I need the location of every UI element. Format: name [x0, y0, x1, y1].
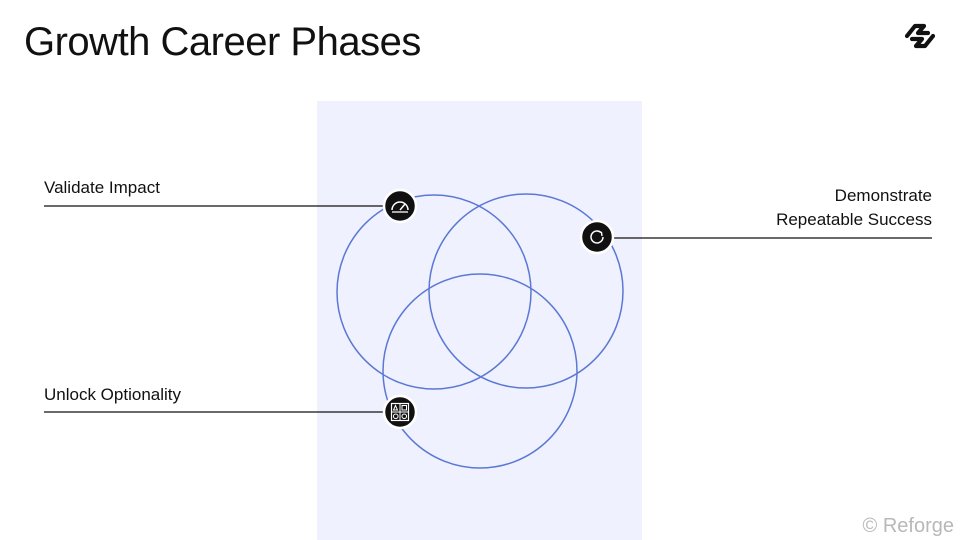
page-title: Growth Career Phases	[24, 20, 421, 64]
background-band	[317, 101, 642, 540]
label-demonstrate-repeatable-success: Demonstrate Repeatable Success	[776, 184, 932, 232]
shapes-grid-icon	[382, 394, 418, 430]
label-line-1: Demonstrate	[834, 186, 932, 205]
label-line-2: Repeatable Success	[776, 210, 932, 229]
circle-unlock-optionality	[382, 273, 578, 469]
copyright-footer: © Reforge	[862, 515, 954, 537]
reforge-logo-icon	[904, 23, 936, 49]
label-unlock-optionality: Unlock Optionality	[44, 385, 182, 404]
circle-validate-impact	[336, 194, 532, 390]
label-validate-impact: Validate Impact	[44, 178, 160, 197]
speedometer-icon	[382, 188, 418, 224]
refresh-icon	[579, 219, 615, 255]
circle-repeatable-success	[428, 193, 624, 389]
